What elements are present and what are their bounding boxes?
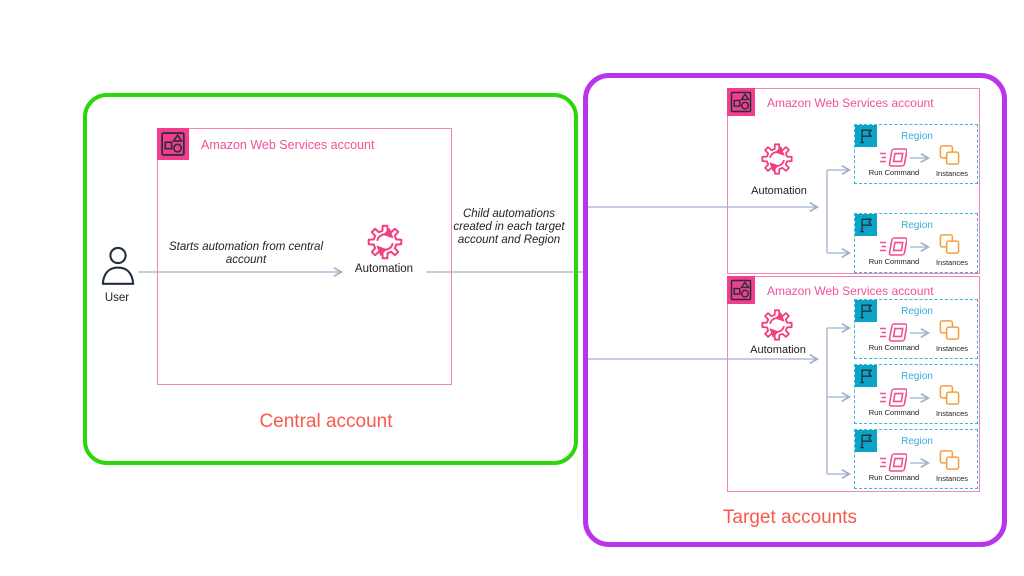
run-command-icon [879, 236, 907, 258]
child-automations-annotation: Child automations created in each target… [453, 208, 565, 246]
central-aws-account-box: Amazon Web Services account [157, 128, 452, 385]
start-automation-annotation: Starts automation from central account [168, 241, 324, 266]
instances-icon [938, 383, 961, 407]
region-flag-icon [855, 125, 877, 147]
run-command-icon [879, 322, 907, 344]
run-command-label: Run Command [868, 408, 920, 417]
region-box: Region Run Command Instances [854, 124, 978, 184]
target-aws-account-box-1: Amazon Web Services account Automation R… [727, 88, 980, 274]
region-flag-icon [855, 430, 877, 452]
run-to-instances-arrow [910, 327, 931, 339]
automation-icon [759, 141, 795, 177]
run-to-instances-arrow [910, 152, 931, 164]
region-box: Region Run Command Instances [854, 299, 978, 359]
aws-account-title: Amazon Web Services account [201, 138, 375, 152]
automation-label: Automation [751, 185, 807, 197]
target-aws-account-box-2: Amazon Web Services account Automation R… [727, 276, 980, 492]
aws-account-icon [727, 276, 755, 304]
instances-label: Instances [935, 344, 969, 353]
automation-label: Automation [354, 263, 414, 275]
region-label: Region [901, 306, 933, 317]
region-flag-icon [855, 214, 877, 236]
region-flag-icon [855, 300, 877, 322]
region-flag-icon [855, 365, 877, 387]
aws-account-icon [727, 88, 755, 116]
run-command-icon [879, 147, 907, 169]
instances-label: Instances [935, 409, 969, 418]
user-label: User [104, 292, 130, 304]
aws-account-title: Amazon Web Services account [767, 96, 934, 110]
run-command-label: Run Command [868, 473, 920, 482]
instances-label: Instances [935, 258, 969, 267]
instances-icon [938, 318, 961, 342]
region-box: Region Run Command Instances [854, 213, 978, 273]
automation-icon [759, 307, 795, 343]
user-icon [100, 245, 136, 291]
aws-account-icon [157, 128, 189, 160]
run-command-label: Run Command [868, 343, 920, 352]
instances-label: Instances [935, 474, 969, 483]
region-label: Region [901, 436, 933, 447]
region-label: Region [901, 371, 933, 382]
run-to-instances-arrow [910, 392, 931, 404]
run-command-icon [879, 387, 907, 409]
region-box: Region Run Command Instances [854, 429, 978, 489]
run-command-icon [879, 452, 907, 474]
region-label: Region [901, 131, 933, 142]
instances-icon [938, 232, 961, 256]
run-command-label: Run Command [868, 257, 920, 266]
aws-account-title: Amazon Web Services account [767, 284, 934, 298]
instances-icon [938, 143, 961, 167]
run-to-instances-arrow [910, 241, 931, 253]
automation-label: Automation [750, 344, 806, 356]
target-accounts-group-label: Target accounts [722, 507, 858, 528]
region-label: Region [901, 220, 933, 231]
run-command-label: Run Command [868, 168, 920, 177]
instances-label: Instances [935, 169, 969, 178]
run-to-instances-arrow [910, 457, 931, 469]
instances-icon [938, 448, 961, 472]
central-account-group-label: Central account [259, 411, 393, 432]
region-box: Region Run Command Instances [854, 364, 978, 424]
